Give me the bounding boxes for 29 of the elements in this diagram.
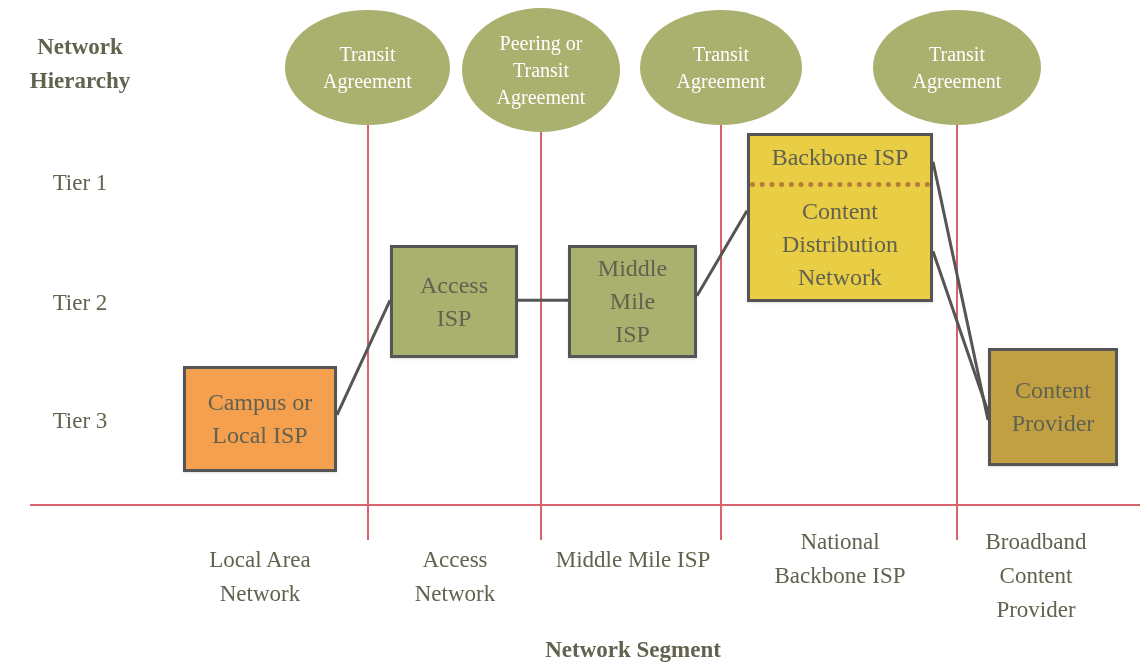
agreement-label: Peering or Transit Agreement bbox=[495, 30, 587, 111]
tier-label: Tier 2 bbox=[51, 289, 109, 317]
network-box bbox=[390, 245, 518, 358]
network-box bbox=[183, 366, 337, 472]
isp-label: Middle Mile ISP bbox=[596, 254, 669, 349]
segment-label: Middle Mile ISP bbox=[554, 546, 712, 574]
tier-label: Tier 3 bbox=[51, 407, 109, 435]
tier-label: Tier 1 bbox=[51, 169, 109, 197]
isp-label: Access ISP bbox=[419, 270, 489, 333]
network-box bbox=[747, 133, 933, 302]
connector-line bbox=[518, 298, 568, 302]
isp-label: Content Distribution Network bbox=[781, 197, 899, 292]
agreement-label: Transit Agreement bbox=[675, 41, 767, 95]
isp-label: Campus or Local ISP bbox=[206, 388, 314, 450]
connector-line bbox=[695, 209, 749, 297]
isp-label: Content Provider bbox=[1010, 376, 1096, 438]
connector-line bbox=[931, 161, 990, 421]
segment-label: Access Network bbox=[413, 546, 497, 608]
agreement-label: Transit Agreement bbox=[911, 41, 1003, 95]
segment-label: Local Area Network bbox=[208, 546, 312, 608]
isp-label: Backbone ISP bbox=[770, 143, 910, 172]
axis-title: Network Hierarchy bbox=[28, 33, 132, 95]
connector-line bbox=[335, 299, 392, 416]
segment-label: National Backbone ISP bbox=[773, 528, 907, 590]
agreement-label: Transit Agreement bbox=[322, 41, 413, 95]
axis-title: Network Segment bbox=[544, 636, 722, 664]
network-box bbox=[988, 348, 1118, 466]
segment-label: Broadband Content Provider bbox=[984, 528, 1088, 624]
network-box bbox=[568, 245, 697, 358]
